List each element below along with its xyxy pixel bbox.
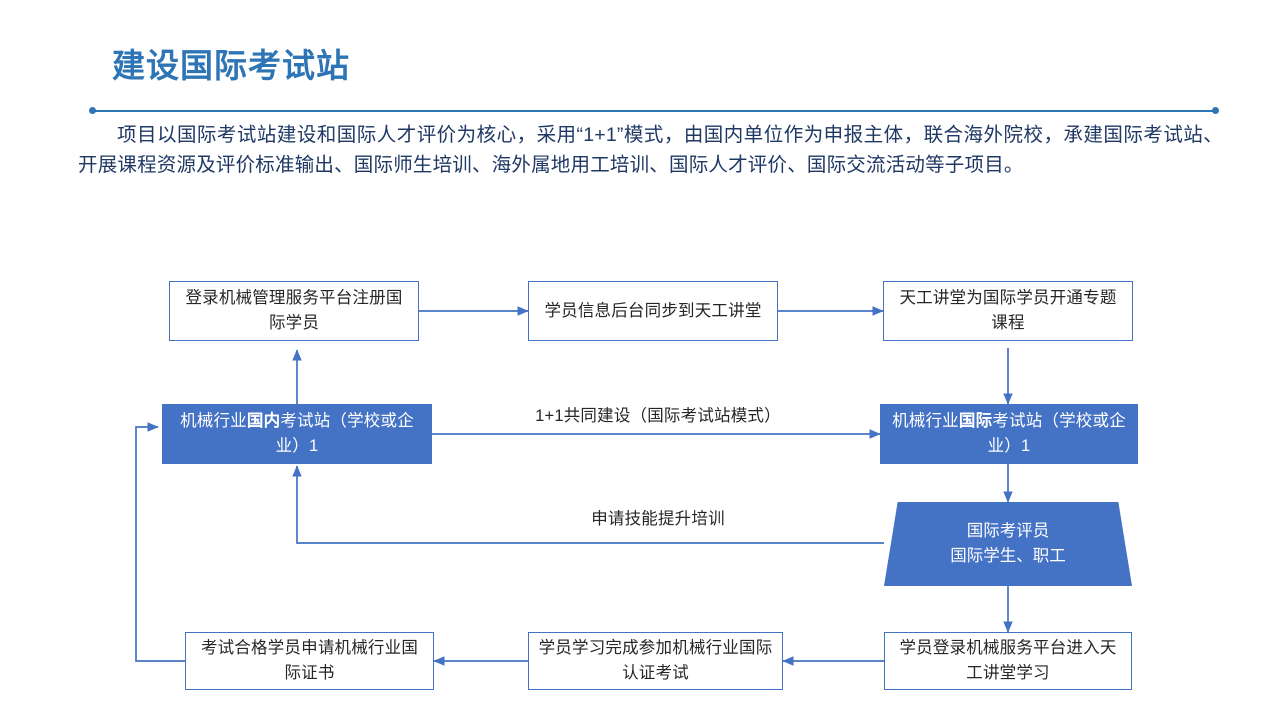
flow-node-domestic-site-label-bold: 国内 — [246, 412, 281, 430]
flow-node-assessors-label: 国际考评员 国际学生、职工 — [950, 519, 1066, 569]
divider-dot-left-icon — [89, 107, 96, 114]
flow-node-certificate-label: 考试合格学员申请机械行业国际证书 — [200, 639, 419, 682]
body-paragraph: 项目以国际考试站建设和国际人才评价为核心，采用“1+1”模式，由国内单位作为申报… — [78, 124, 1223, 176]
flow-node-exam[interactable]: 学员学习完成参加机械行业国际认证考试 — [528, 632, 783, 690]
flow-node-overseas-site-label-prefix: 机械行业 — [892, 412, 959, 430]
flow-node-certificate[interactable]: 考试合格学员申请机械行业国际证书 — [185, 632, 434, 690]
title-divider — [92, 110, 1216, 112]
flow-node-domestic-site[interactable]: 机械行业国内考试站（学校或企业）1 — [162, 404, 432, 464]
flow-node-assessors-label-line2: 国际学生、职工 — [950, 547, 1066, 565]
flow-node-assessors-label-line1: 国际考评员 — [966, 522, 1050, 540]
flow-node-assessors[interactable]: 国际考评员 国际学生、职工 — [884, 502, 1132, 586]
flow-node-study[interactable]: 学员登录机械服务平台进入天工讲堂学习 — [884, 632, 1132, 690]
flow-node-overseas-site-label-suffix: 考试站（学校或企业）1 — [987, 412, 1126, 455]
flow-node-study-label: 学员登录机械服务平台进入天工讲堂学习 — [899, 639, 1117, 682]
flow-node-domestic-site-label-suffix: 考试站（学校或企业）1 — [275, 412, 414, 455]
flow-node-open-course-label: 天工讲堂为国际学员开通专题课程 — [899, 289, 1117, 332]
edge-label-training: 申请技能提升培训 — [591, 510, 725, 528]
edge-label-cobuild: 1+1共同建设（国际考试站模式） — [535, 407, 781, 425]
flow-node-overseas-site-label-bold: 国际 — [958, 412, 993, 430]
flow-node-register-label: 登录机械管理服务平台注册国际学员 — [185, 289, 403, 332]
flow-node-sync-label: 学员信息后台同步到天工讲堂 — [544, 301, 762, 320]
flow-node-domestic-site-label: 机械行业国内考试站（学校或企业）1 — [171, 409, 423, 459]
flow-node-overseas-site-label: 机械行业国际考试站（学校或企业）1 — [889, 409, 1129, 459]
flow-node-overseas-site[interactable]: 机械行业国际考试站（学校或企业）1 — [880, 404, 1138, 464]
flow-node-domestic-site-label-prefix: 机械行业 — [180, 412, 247, 430]
flow-node-sync[interactable]: 学员信息后台同步到天工讲堂 — [528, 281, 778, 341]
divider-dot-right-icon — [1212, 107, 1219, 114]
flow-node-register[interactable]: 登录机械管理服务平台注册国际学员 — [169, 281, 419, 341]
flow-node-exam-label: 学员学习完成参加机械行业国际认证考试 — [538, 639, 773, 682]
flow-node-open-course[interactable]: 天工讲堂为国际学员开通专题课程 — [883, 281, 1133, 341]
page-title: 建设国际考试站 — [112, 47, 350, 84]
